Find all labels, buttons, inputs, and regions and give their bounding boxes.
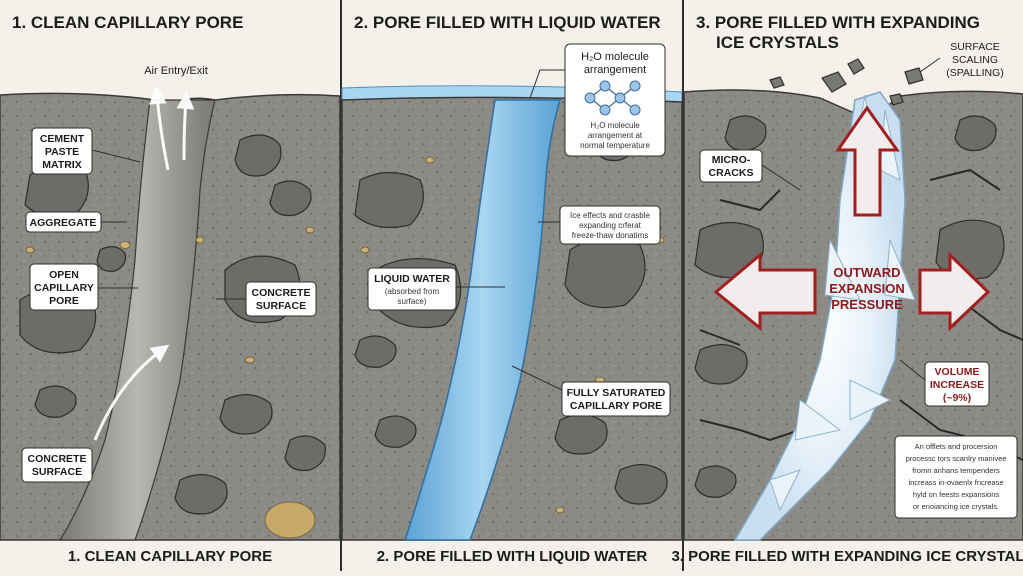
label-liquid-water: LIQUID WATER (absorbed from surface) (367, 267, 505, 311)
label-process-note: An offlets and procersion processc tors … (894, 435, 1018, 519)
microcracks-line-1: MICRO- (712, 154, 751, 166)
open-pore-line-3: PORE (49, 295, 79, 307)
note-line-4: increass in-ovaenlx fncrease (908, 478, 1003, 487)
expansion-arrows (713, 105, 991, 332)
label-aggregate: AGGREGATE (25, 211, 127, 233)
h2o-title-line-2: arrangement (584, 64, 646, 76)
label-concrete-surface-right: CONCRETE SURFACE (216, 281, 317, 317)
label-volume-increase: VOLUME INCREASE (~9%) (899, 359, 990, 407)
label-open-pore: OPEN CAPILLARY PORE (29, 263, 138, 311)
h2o-title-line-1: H₂O molecule (581, 51, 649, 63)
h2o-sub-line-2: arrangement at (588, 131, 643, 140)
panel-2-caption: 2. PORE FILLED WITH LIQUID WATER (377, 548, 648, 565)
scaling-line-2: SCALING (952, 54, 998, 66)
scaling-line-1: SURFACE (950, 41, 1000, 53)
cement-paste-line-1: CEMENT (40, 133, 85, 145)
ice-effects-line-2: expanding crferat (579, 221, 642, 230)
volume-line-2: INCREASE (930, 379, 984, 391)
concrete-surface-right-line-2: SURFACE (256, 300, 306, 312)
concrete-surface-right-line-1: CONCRETE (252, 287, 311, 299)
label-fully-saturated: FULLY SATURATED CAPILLARY PORE (511, 365, 671, 417)
liquid-water-sub-line-1: (absorbed from (385, 287, 440, 296)
note-line-2: processc tors scanlry manivee (906, 454, 1007, 463)
concrete-surface-left-line-1: CONCRETE (28, 453, 87, 465)
ice-effects-line-3: freeze-thaw donatims (572, 231, 648, 240)
pressure-line-1: OUTWARD (833, 265, 900, 280)
panel-1: Air Entry/Exit 1. CLEAN CAPILLARY PORE 1… (0, 0, 341, 571)
scaling-line-3: (SPALLING) (946, 67, 1004, 79)
cement-paste-line-3: MATRIX (42, 159, 81, 171)
label-microcracks: MICRO- CRACKS (699, 149, 801, 191)
ice-effects-line-1: Ice effects and crasble (570, 211, 650, 220)
volume-line-3: (~9%) (943, 392, 971, 404)
note-line-1: An offlets and procersion (915, 442, 998, 451)
note-line-6: or enoiancing ice crystals. (913, 502, 999, 511)
cement-paste-line-2: PASTE (45, 146, 79, 158)
pressure-line-3: PRESSURE (831, 297, 903, 312)
note-line-5: hyld on feests expansions (913, 490, 1000, 499)
h2o-sub-line-3: normal temperature (580, 141, 650, 150)
label-ice-effects: Ice effects and crasble expanding crfera… (538, 205, 661, 245)
liquid-water-sub-line-2: surface) (398, 297, 427, 306)
panel-2-title: 2. PORE FILLED WITH LIQUID WATER (354, 13, 661, 32)
label-concrete-surface-left: CONCRETE SURFACE (21, 447, 93, 483)
panel-3-title-line-1: 3. PORE FILLED WITH EXPANDING (696, 13, 980, 32)
volume-line-1: VOLUME (935, 366, 980, 378)
panel-1-caption: 1. CLEAN CAPILLARY PORE (68, 548, 272, 565)
label-cement-paste: CEMENT PASTE MATRIX (31, 127, 141, 175)
panel-2: H₂O molecule arrangement H₂O molecule ar… (341, 0, 683, 571)
air-entry-label: Air Entry/Exit (144, 65, 208, 77)
panel-1-title: 1. CLEAN CAPILLARY PORE (12, 13, 243, 32)
saturated-line-2: CAPILLARY PORE (570, 400, 662, 412)
aggregate-text: AGGREGATE (30, 217, 97, 229)
microcracks-line-2: CRACKS (709, 167, 754, 179)
open-pore-line-2: CAPILLARY (34, 282, 94, 294)
pressure-line-2: EXPANSION (829, 281, 905, 296)
liquid-water-text: LIQUID WATER (374, 273, 450, 285)
note-line-3: fromn anhans tempenders (912, 466, 1000, 475)
panel-3-title-line-2: ICE CRYSTALS (716, 33, 839, 52)
panel-3: OUTWARD EXPANSION PRESSURE MICRO- CRACKS… (671, 0, 1023, 571)
open-pore-line-1: OPEN (49, 269, 79, 281)
h2o-molecule-box: H₂O molecule arrangement H₂O molecule ar… (529, 43, 666, 157)
panel-3-caption: 3. PORE FILLED WITH EXPANDING ICE CRYSTA… (671, 548, 1023, 565)
saturated-line-1: FULLY SATURATED (567, 387, 666, 399)
label-surface-scaling: SURFACE SCALING (SPALLING) (919, 41, 1004, 79)
concrete-surface-left-line-2: SURFACE (32, 466, 82, 478)
h2o-sub-line-1: H₂O molecule (590, 121, 640, 130)
